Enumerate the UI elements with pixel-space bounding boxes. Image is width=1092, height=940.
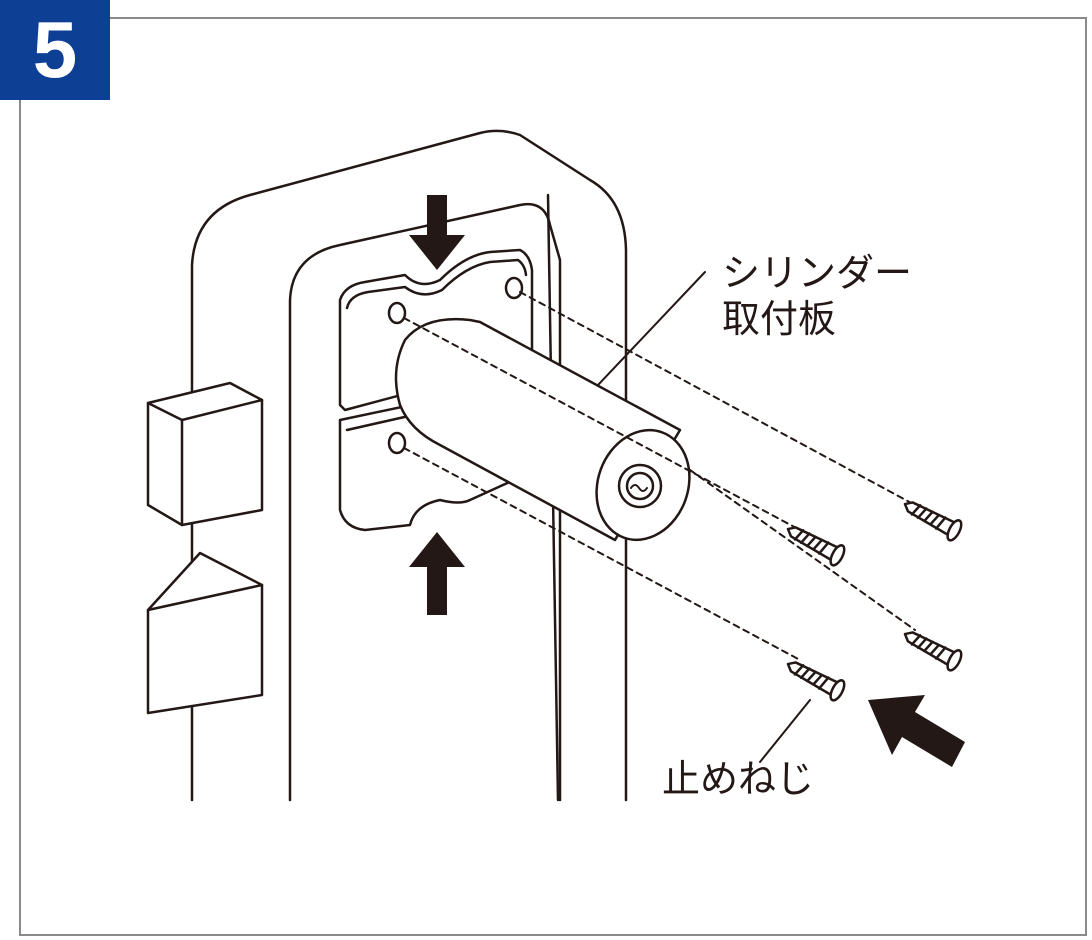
cylinder-plate-label: シリンダー 取付板: [722, 250, 912, 342]
up-arrow-icon: [409, 532, 465, 615]
leader-line: [759, 699, 811, 763]
screw-icon: [903, 501, 963, 542]
cylinder-plate-label-line1: シリンダー: [722, 251, 913, 295]
screws-label: 止めねじ: [662, 757, 815, 801]
diagram-frame: [19, 17, 1087, 936]
diagonal-arrow-icon: [868, 695, 965, 767]
screw-icon: [903, 631, 963, 672]
screw-icon: [786, 661, 846, 702]
cylinder-plate-label-line2: 取付板: [722, 297, 837, 341]
down-arrow-icon: [409, 195, 465, 270]
guide-lines: [403, 291, 916, 661]
screw-icon: [786, 526, 846, 567]
latch-bolt: [146, 381, 264, 715]
step-number-badge: 5: [0, 0, 110, 100]
screw-hole: [387, 431, 407, 455]
screw-hole: [504, 276, 524, 300]
leader-line: [597, 271, 706, 386]
screw-hole: [387, 301, 407, 325]
